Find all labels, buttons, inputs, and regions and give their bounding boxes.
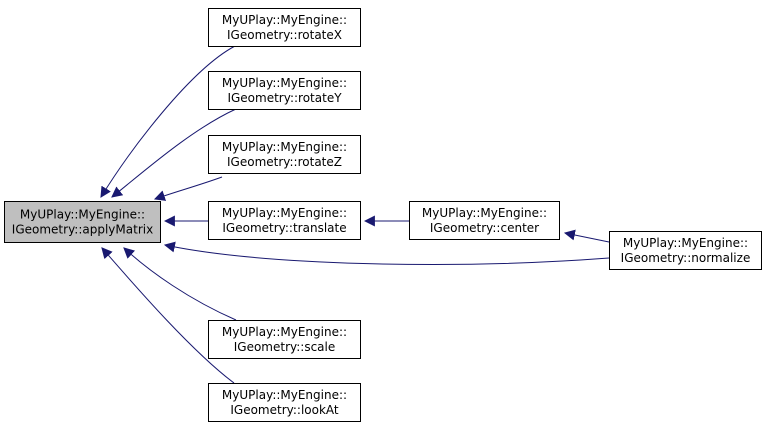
node-label-line1: MyUPlay::MyEngine:: — [222, 206, 347, 220]
node-box — [208, 320, 361, 359]
node-label-line2: IGeometry::center — [430, 221, 539, 235]
edge-rotateY-to-applyMatrix — [111, 108, 237, 198]
node-box — [4, 201, 161, 243]
node-box — [208, 8, 361, 47]
node-translate[interactable]: MyUPlay::MyEngine::IGeometry::translate — [208, 201, 361, 240]
nodes-layer: MyUPlay::MyEngine::IGeometry::applyMatri… — [4, 8, 762, 422]
node-label-line1: MyUPlay::MyEngine:: — [422, 206, 547, 220]
node-box — [208, 71, 361, 110]
node-label-line2: IGeometry::scale — [234, 340, 336, 354]
node-box — [208, 201, 361, 240]
node-label-line2: IGeometry::lookAt — [230, 403, 339, 417]
node-label-line2: IGeometry::rotateX — [227, 28, 342, 42]
node-label-line1: MyUPlay::MyEngine:: — [222, 325, 347, 339]
node-box — [208, 383, 361, 422]
node-rotateX[interactable]: MyUPlay::MyEngine::IGeometry::rotateX — [208, 8, 361, 47]
node-label-line2: IGeometry::normalize — [621, 251, 751, 265]
edge-lookAt-to-applyMatrix — [101, 247, 235, 384]
node-lookAt[interactable]: MyUPlay::MyEngine::IGeometry::lookAt — [208, 383, 361, 422]
node-label-line2: IGeometry::translate — [222, 221, 346, 235]
node-label-line1: MyUPlay::MyEngine:: — [623, 236, 748, 250]
node-box — [409, 201, 560, 240]
node-box — [208, 135, 361, 174]
node-applyMatrix[interactable]: MyUPlay::MyEngine::IGeometry::applyMatri… — [4, 201, 161, 243]
node-rotateZ[interactable]: MyUPlay::MyEngine::IGeometry::rotateZ — [208, 135, 361, 174]
node-normalize[interactable]: MyUPlay::MyEngine::IGeometry::normalize — [609, 231, 762, 270]
node-label-line1: MyUPlay::MyEngine:: — [20, 208, 145, 222]
node-scale[interactable]: MyUPlay::MyEngine::IGeometry::scale — [208, 320, 361, 359]
node-center[interactable]: MyUPlay::MyEngine::IGeometry::center — [409, 201, 560, 240]
node-label-line1: MyUPlay::MyEngine:: — [222, 388, 347, 402]
node-label-line2: IGeometry::rotateY — [227, 91, 342, 105]
node-label-line2: IGeometry::applyMatrix — [12, 223, 153, 237]
edge-normalize-to-center — [563, 229, 610, 243]
node-label-line2: IGeometry::rotateZ — [227, 155, 342, 169]
edge-rotateZ-to-applyMatrix — [153, 176, 223, 201]
node-box — [609, 231, 762, 270]
edge-scale-to-applyMatrix — [123, 247, 237, 321]
edge-normalize-to-applyMatrix — [163, 241, 610, 265]
node-label-line1: MyUPlay::MyEngine:: — [222, 140, 347, 154]
edge-rotateX-to-applyMatrix — [100, 45, 236, 198]
node-label-line1: MyUPlay::MyEngine:: — [222, 76, 347, 90]
edges-layer — [100, 45, 610, 384]
node-label-line1: MyUPlay::MyEngine:: — [222, 13, 347, 27]
node-rotateY[interactable]: MyUPlay::MyEngine::IGeometry::rotateY — [208, 71, 361, 110]
